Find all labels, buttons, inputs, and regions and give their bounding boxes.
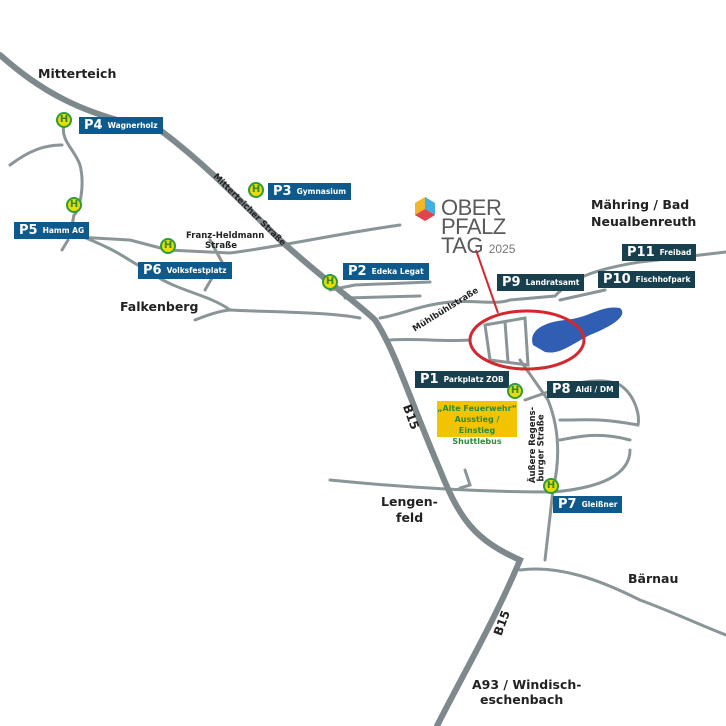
parking-p2[interactable]: P2 Edeka Legat bbox=[343, 263, 429, 280]
bus-stop-icon[interactable]: H bbox=[322, 274, 338, 290]
parking-p9[interactable]: P9 Landratsamt bbox=[497, 274, 585, 291]
parking-p3[interactable]: P3 Gymnasium bbox=[268, 183, 352, 200]
bus-stop-icon[interactable]: H bbox=[66, 197, 82, 213]
logo-pointer-line bbox=[475, 249, 499, 314]
parking-p8[interactable]: P8 Aldi / DM bbox=[547, 381, 619, 398]
parking-number: P11 bbox=[627, 245, 655, 260]
logo-line1: OBER bbox=[441, 195, 502, 220]
parking-number: P2 bbox=[348, 264, 367, 279]
town-lengenfeld-line2: feld bbox=[396, 510, 424, 525]
bus-stop-icon[interactable]: H bbox=[507, 383, 523, 399]
parking-p7[interactable]: P7 Gleißner bbox=[553, 496, 623, 513]
parking-p10[interactable]: P10 Fischhofpark bbox=[598, 271, 696, 288]
parking-number: P6 bbox=[143, 263, 162, 278]
parking-number: P3 bbox=[273, 184, 292, 199]
logo-icon bbox=[415, 197, 435, 221]
bus-stop-icon[interactable]: H bbox=[160, 238, 176, 254]
town-a93-line2: eschenbach bbox=[480, 692, 564, 707]
parking-p5[interactable]: P5 Hamm AG bbox=[14, 222, 90, 239]
parking-name: Freibad bbox=[659, 248, 692, 257]
shuttle-stop-label: „Alte Feuerwehr“ Ausstieg / Einstieg Shu… bbox=[437, 401, 517, 446]
bus-stop-icon[interactable]: H bbox=[248, 182, 264, 198]
parking-name: Landratsamt bbox=[525, 278, 580, 287]
parking-name: Fischhofpark bbox=[635, 275, 691, 284]
parking-name: Wagnerholz bbox=[107, 121, 158, 130]
parking-name: Volksfestplatz bbox=[166, 266, 227, 275]
minor-roads bbox=[8, 123, 726, 637]
lake-fischhofpark bbox=[532, 307, 623, 353]
oberpfalztag-logo: OBER PFALZ TAG 2025 bbox=[441, 195, 516, 259]
bus-stop-icon[interactable]: H bbox=[543, 478, 559, 494]
parking-p1[interactable]: P1 Parkplatz ZOB bbox=[415, 371, 509, 388]
town-lengenfeld-line1: Lengen- bbox=[381, 494, 438, 509]
parking-name: Parkplatz ZOB bbox=[443, 375, 504, 384]
event-area-ring bbox=[468, 309, 586, 371]
logo-line2: PFALZ bbox=[441, 214, 506, 239]
logo-year: 2025 bbox=[488, 242, 516, 256]
parking-number: P8 bbox=[552, 382, 571, 397]
town-a93-line1: A93 / Windisch- bbox=[472, 677, 582, 692]
bus-stop-icon[interactable]: H bbox=[56, 112, 72, 128]
parking-name: Gymnasium bbox=[296, 187, 347, 196]
parking-number: P9 bbox=[502, 275, 521, 290]
parking-p6[interactable]: P6 Volksfestplatz bbox=[138, 262, 232, 279]
parking-number: P4 bbox=[84, 118, 103, 133]
parking-name: Gleißner bbox=[581, 500, 618, 509]
parking-number: P7 bbox=[558, 497, 577, 512]
town-maehring-line1: Mähring / Bad bbox=[591, 197, 690, 212]
main-road-b15 bbox=[0, 52, 524, 726]
parking-name: Hamm AG bbox=[42, 226, 85, 235]
parking-name: Edeka Legat bbox=[371, 267, 424, 276]
road-label-franz-2: Straße bbox=[205, 241, 237, 251]
road-label-aeussere-2: burger Straße bbox=[536, 414, 547, 482]
parking-p11[interactable]: P11 Freibad bbox=[622, 244, 697, 261]
shuttle-line3: Shuttlebus bbox=[452, 437, 502, 446]
logo-line3: TAG bbox=[441, 233, 484, 258]
parking-number: P1 bbox=[420, 372, 439, 387]
parking-name: Aldi / DM bbox=[575, 385, 614, 394]
town-mitterteich: Mitterteich bbox=[38, 66, 117, 81]
road-label-franz-1: Franz-Heldmann bbox=[186, 231, 265, 241]
town-baernau: Bärnau bbox=[628, 571, 679, 586]
parking-number: P10 bbox=[603, 272, 631, 287]
town-maehring-line2: Neualbenreuth bbox=[591, 214, 697, 229]
town-falkenberg: Falkenberg bbox=[120, 299, 199, 314]
parking-number: P5 bbox=[19, 223, 38, 238]
parking-p4[interactable]: P4 Wagnerholz bbox=[79, 117, 163, 134]
shuttle-line1: „Alte Feuerwehr“ bbox=[437, 404, 517, 413]
shuttle-line2: Ausstieg / Einstieg bbox=[454, 415, 500, 435]
